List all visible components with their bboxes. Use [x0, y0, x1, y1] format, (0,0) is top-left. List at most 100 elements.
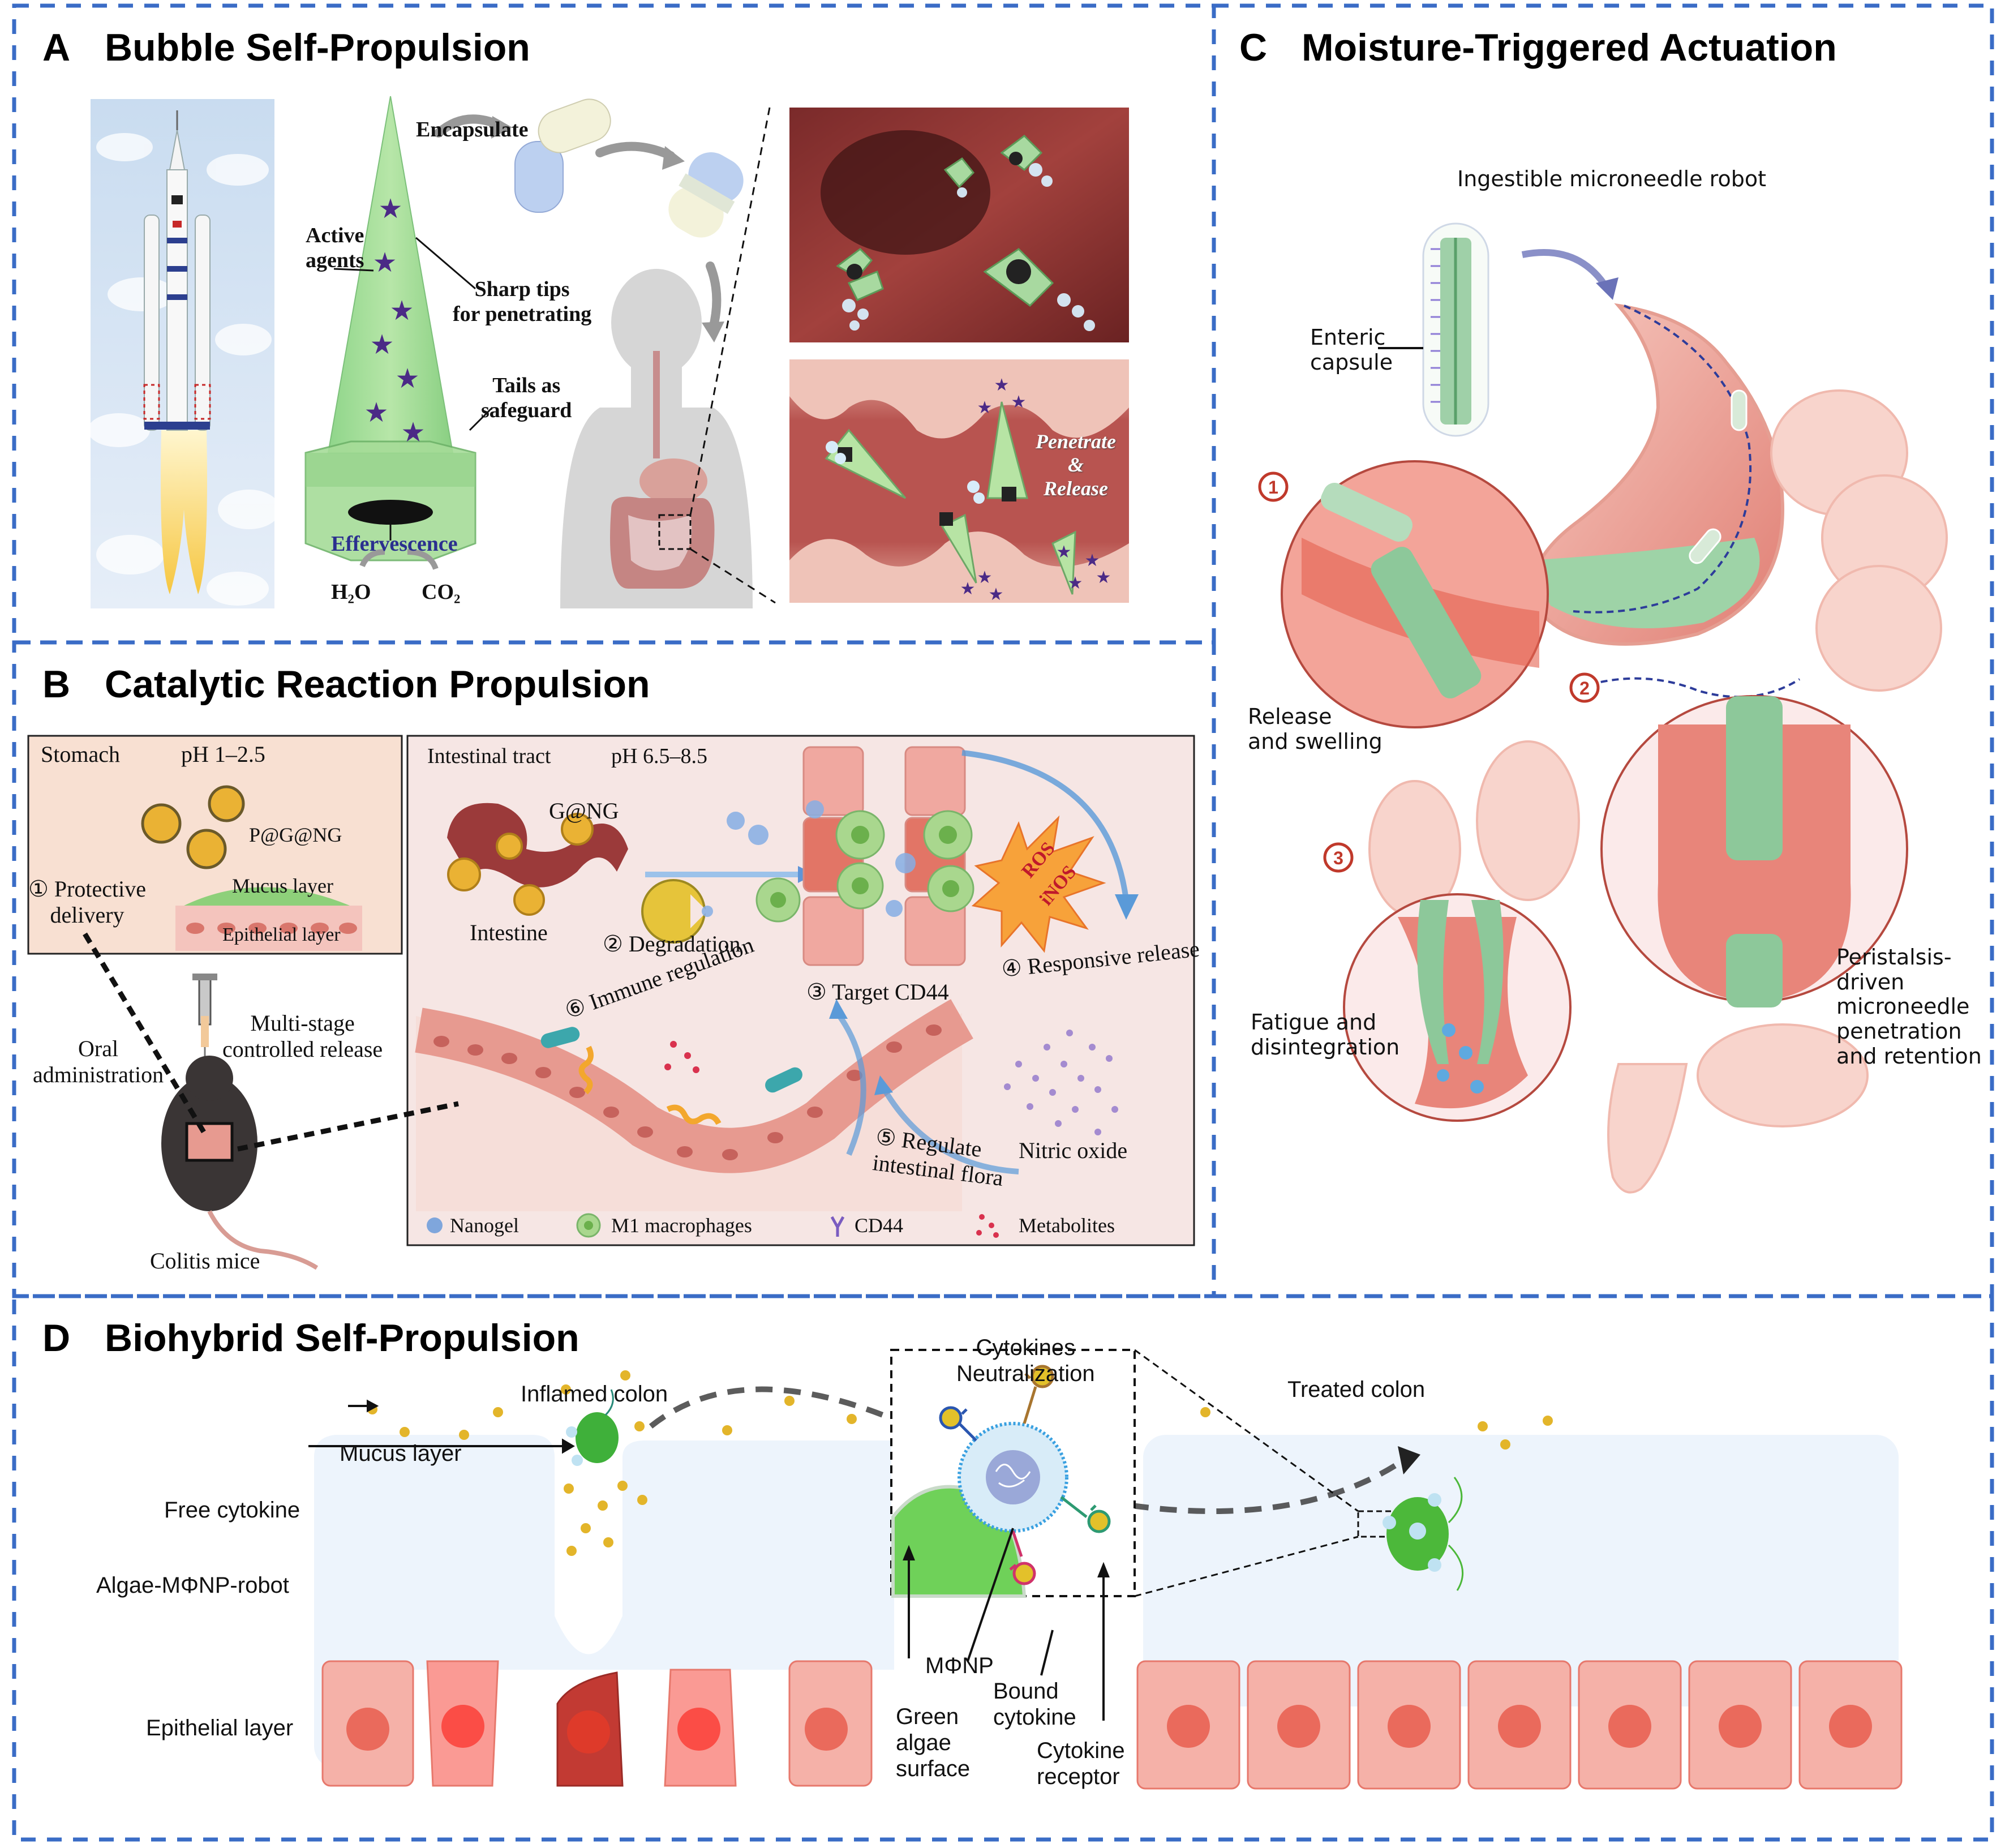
label-gng: G@NG: [549, 798, 619, 824]
zoom-line-stomach: [83, 932, 206, 1134]
label-cytokine-receptor: Cytokine receptor: [1037, 1738, 1125, 1789]
label-stomach: Stomach: [41, 741, 120, 767]
nanogels: [702, 800, 916, 917]
capsule-sequence: [434, 98, 744, 342]
label-colitis-mice: Colitis mice: [150, 1248, 260, 1274]
svg-text:★: ★: [364, 398, 388, 428]
label-algae-robot: Algae-MΦNP-robot: [96, 1573, 289, 1598]
migration-path: [649, 1386, 1405, 1514]
algae-robot-inflamed: [566, 1389, 619, 1466]
panel-d-heading: Biohybrid Self-Propulsion: [105, 1317, 579, 1360]
svg-text:★: ★: [960, 580, 976, 598]
label-bound-cytokine: Bound cytokine: [993, 1679, 1076, 1730]
step-3-marker: [1323, 842, 1354, 873]
mucus-layer-regions: [314, 1435, 1899, 1769]
zoom-line-bottom: [690, 548, 776, 604]
label-fatigue-disintegration: Fatigue and disintegration: [1251, 1010, 1400, 1060]
label-treated-colon: Treated colon: [1287, 1377, 1426, 1402]
zoom-circle-1: [1281, 460, 1549, 728]
label-enteric-capsule: Enteric capsule: [1310, 325, 1393, 375]
label-pgng: P@G@NG: [249, 824, 342, 846]
label-nitric-oxide: Nitric oxide: [1019, 1138, 1128, 1163]
legend-cd44: CD44: [855, 1214, 904, 1237]
label-effervescence: Effervescence: [331, 532, 458, 556]
colon-lumen-image: [789, 108, 1129, 342]
label-sharp-tips: Sharp tips for penetrating: [453, 277, 592, 326]
panel-d-title: D Biohybrid Self-Propulsion: [42, 1319, 579, 1357]
ros-burst: [971, 815, 1106, 953]
label-penetrate-release: Penetrate & Release: [1036, 430, 1116, 500]
active-agent-stars: ★ ★ ★ ★ ★ ★ ★: [364, 194, 425, 448]
svg-text:★: ★: [389, 296, 414, 326]
label-tails-safeguard: Tails as safeguard: [481, 374, 572, 422]
label-green-algae-surface: Green algae surface: [896, 1704, 971, 1781]
label-epithelial-layer-b: Epithelial layer: [222, 924, 341, 945]
inflamed-epithelium: [321, 1660, 873, 1787]
panel-c-letter: C: [1239, 26, 1268, 69]
zoom-circle-2: [1600, 695, 1908, 1007]
step-2-label: 2: [1579, 678, 1590, 698]
svg-text:★: ★: [994, 376, 1010, 395]
stomach-box: [27, 735, 403, 955]
panel-d-letter: D: [42, 1317, 71, 1360]
svg-text:★: ★: [1096, 568, 1111, 587]
label-inflamed-colon: Inflamed colon: [521, 1382, 668, 1407]
nitric-oxide-dots: [1004, 1030, 1118, 1135]
svg-text:★: ★: [977, 568, 993, 587]
svg-text:★: ★: [395, 364, 419, 394]
step-3-label: 3: [1333, 848, 1343, 868]
svg-text:★: ★: [989, 585, 1004, 604]
label-protective-delivery: ① Protective delivery: [28, 876, 147, 928]
intestines-illustration: [1368, 389, 1948, 1194]
svg-text:★: ★: [1011, 393, 1027, 411]
step-1-label: 1: [1268, 477, 1278, 498]
label-ingestible-robot: Ingestible microneedle robot: [1457, 166, 1766, 191]
metabolites-icon: [976, 1214, 999, 1238]
zoom-circle-3: [1343, 893, 1572, 1122]
label-active-agents: Active agents: [306, 224, 364, 272]
zoom-line-top: [689, 107, 771, 516]
label-intestinal-tract: Intestinal tract: [427, 744, 551, 768]
step-2-marker: [1569, 672, 1600, 703]
microrobot-cone: ★ ★ ★ ★ ★ ★ ★: [304, 96, 493, 570]
migration-arrowhead: [1398, 1446, 1420, 1474]
panel-b-legend-icons: [427, 1213, 999, 1238]
legend-nanogel: Nanogel: [450, 1214, 519, 1237]
label-encapsulate: Encapsulate: [416, 118, 529, 142]
label-epithelial-layer-d: Epithelial layer: [146, 1716, 294, 1740]
label-intestine: Intestine: [470, 920, 548, 945]
nanogel-icon: [427, 1217, 443, 1233]
zoom-line-intestine: [237, 1101, 459, 1152]
label-stomach-ph: pH 1–2.5: [181, 741, 265, 767]
svg-text:★: ★: [977, 398, 993, 417]
stomach-illustration: [1528, 303, 1785, 646]
label-peristalsis: Peristalsis- driven microneedle penetrat…: [1836, 945, 1982, 1069]
svg-text:★: ★: [1085, 551, 1100, 570]
label-multistage-release: Multi-stage controlled release: [222, 1010, 383, 1062]
panel-b-letter: B: [42, 663, 71, 706]
panel-a-letter: A: [42, 26, 71, 69]
intestinal-tract-box: [406, 735, 1195, 1246]
label-target-cd44: ③ Target CD44: [806, 979, 949, 1005]
panel-d-border: [12, 1294, 1994, 1842]
algae-robot-treated: [1383, 1477, 1464, 1591]
label-oral-administration: Oral administration: [33, 1036, 164, 1087]
svg-text:★: ★: [401, 418, 425, 448]
enteric-capsule-robot: [1422, 222, 1489, 437]
colitis-mouse: [161, 974, 319, 1270]
panel-a-border: [12, 3, 1216, 645]
label-free-cytokine: Free cytokine: [164, 1498, 300, 1523]
panel-d-leaders: [308, 1399, 1110, 1721]
label-mphinp: MΦNP: [925, 1653, 994, 1678]
neutralization-inset: [890, 1349, 1136, 1598]
svg-text:★: ★: [378, 194, 402, 224]
svg-text:★: ★: [1068, 574, 1083, 593]
label-co2: CO₂: [422, 580, 461, 604]
